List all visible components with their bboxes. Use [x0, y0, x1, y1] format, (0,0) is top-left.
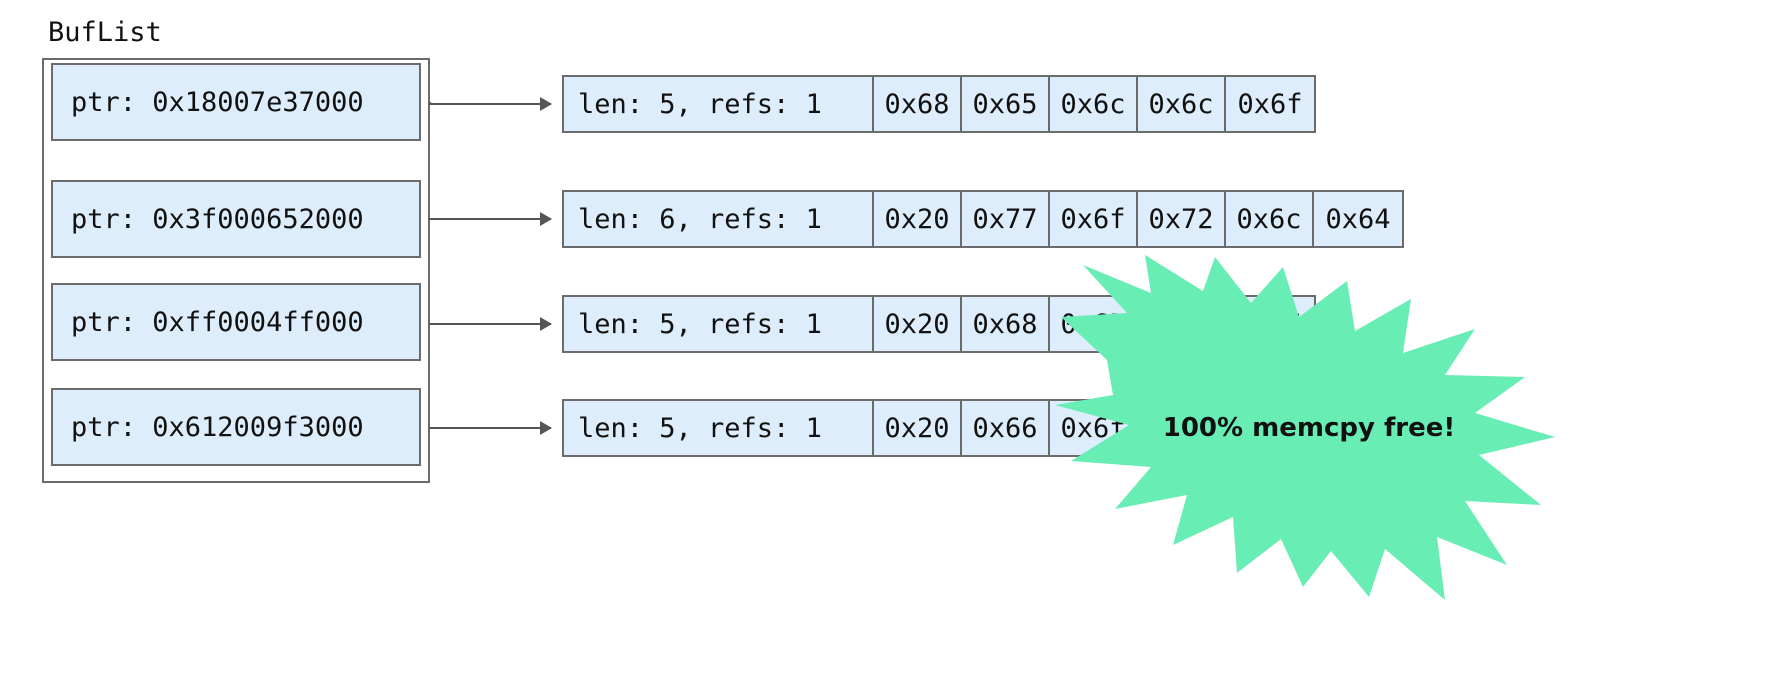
buflist-pointer-label-3: ptr: 0x612009f3000	[71, 411, 364, 443]
buffer-byte-cell: 0x64	[1325, 203, 1391, 235]
buffer-header: len: 5, refs: 1	[564, 77, 874, 131]
buffer-byte-cell: 0x68	[874, 77, 962, 131]
buffer-header: len: 5, refs: 1	[564, 401, 874, 455]
arrow-0	[429, 97, 552, 111]
buffer-byte-cell: 0x6c	[1050, 77, 1138, 131]
buflist-pointer-label-1: ptr: 0x3f000652000	[71, 203, 364, 235]
memcpy-free-badge[interactable]: 100% memcpy free!	[1055, 255, 1555, 600]
buffer-byte-cell: 0x6c	[1226, 192, 1314, 246]
buflist-pointer-box-2[interactable]: ptr: 0xff0004ff000	[51, 283, 421, 361]
arrow-1	[429, 212, 552, 226]
buffer-byte-cell: 0x20	[874, 401, 962, 455]
buflist-title: BufList	[48, 17, 162, 48]
buffer-row: len: 5, refs: 1 0x68 0x65 0x6c 0x6c 0x6f	[562, 75, 1316, 133]
buflist-pointer-label-2: ptr: 0xff0004ff000	[71, 306, 364, 338]
buflist-pointer-box-0[interactable]: ptr: 0x18007e37000	[51, 63, 421, 141]
buffer-byte-cell: 0x72	[1138, 192, 1226, 246]
buffer-byte-cell: 0x77	[962, 192, 1050, 246]
buffer-header: len: 5, refs: 1	[564, 297, 874, 351]
buffer-byte-cell: 0x6f	[1050, 192, 1138, 246]
buflist-pointer-label-0: ptr: 0x18007e37000	[71, 86, 364, 118]
buffer-byte-cell: 0x66	[962, 401, 1050, 455]
buffer-byte-cell: 0x65	[962, 77, 1050, 131]
arrow-2	[429, 317, 552, 331]
buffer-byte-cell: 0x6c	[1138, 77, 1226, 131]
buffer-byte-cell: 0x20	[874, 297, 962, 351]
badge-label: 100% memcpy free!	[1162, 412, 1456, 443]
arrow-3	[429, 421, 552, 435]
buffer-byte-cell: 0x6f	[1237, 88, 1303, 120]
buffer-row: len: 6, refs: 1 0x20 0x77 0x6f 0x72 0x6c…	[562, 190, 1404, 248]
buffer-byte-cell: 0x20	[874, 192, 962, 246]
buffer-byte-cell: 0x68	[962, 297, 1050, 351]
buflist-pointer-box-1[interactable]: ptr: 0x3f000652000	[51, 180, 421, 258]
buffer-header: len: 6, refs: 1	[564, 192, 874, 246]
starburst-icon	[1055, 255, 1555, 600]
buflist-pointer-box-3[interactable]: ptr: 0x612009f3000	[51, 388, 421, 466]
